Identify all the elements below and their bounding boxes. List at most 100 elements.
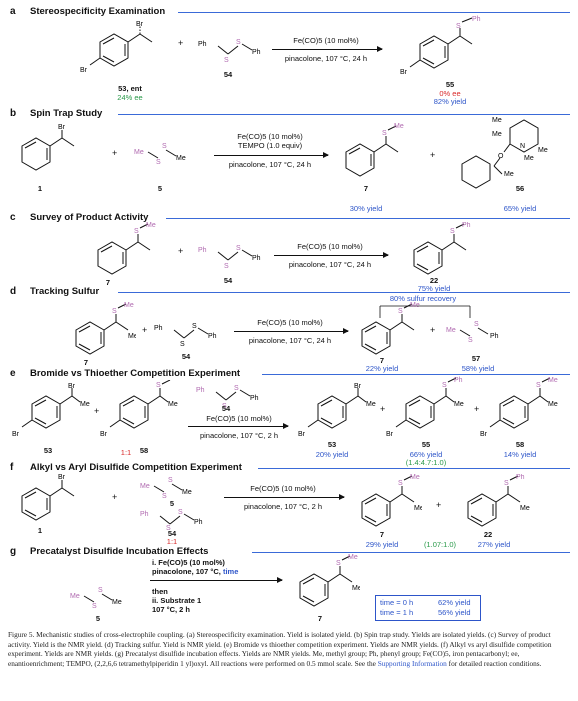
molecule-7: S Me Me xyxy=(361,474,422,527)
plus-sign: + xyxy=(178,38,184,48)
molecule-54: Ph S S Ph xyxy=(140,509,203,530)
svg-text:S: S xyxy=(162,493,167,498)
section-rule xyxy=(166,218,570,220)
compound-label: 58 xyxy=(515,440,525,449)
molecule-7: S Me Me xyxy=(299,554,360,607)
section-letter: c xyxy=(10,212,16,223)
svg-text:S: S xyxy=(222,403,227,408)
compound-label: 53 xyxy=(327,440,337,449)
svg-text:S: S xyxy=(450,228,455,235)
section-rule xyxy=(262,374,570,376)
caption-tail: for detailed reaction conditions. xyxy=(446,658,542,668)
svg-text:Me: Me xyxy=(70,593,80,600)
section-title: Survey of Product Activity xyxy=(30,212,149,223)
svg-text:Ph: Ph xyxy=(252,49,261,56)
compound-label: 56 xyxy=(515,184,525,193)
svg-text:S: S xyxy=(180,341,185,346)
molecule-7: S Me xyxy=(361,302,420,355)
svg-text:Me: Me xyxy=(128,333,136,340)
section-title: Stereospecificity Examination xyxy=(30,6,166,17)
svg-text:Me: Me xyxy=(182,489,192,496)
supporting-information-link[interactable]: Supporting Information xyxy=(377,658,447,668)
compound-label: 58 xyxy=(139,446,149,455)
svg-text:S: S xyxy=(236,39,241,46)
molecule-1: Br xyxy=(21,124,75,171)
section-letter: d xyxy=(10,286,17,297)
compound-label: 53 xyxy=(43,446,53,455)
section-letter: f xyxy=(10,462,14,473)
compound-yield: 75% yield xyxy=(417,284,451,293)
svg-text:S: S xyxy=(336,560,341,567)
compound-label: 7 xyxy=(379,530,385,539)
svg-text:Me: Me xyxy=(348,554,358,561)
molecule-54: Ph S S Ph xyxy=(198,39,261,62)
condition-bottom: pinacolone, 107 °C, 24 h xyxy=(284,54,368,63)
condition-top: Fe(CO)5 (10 mol%) xyxy=(297,242,363,251)
svg-text:Me: Me xyxy=(538,147,548,154)
condition-top: Fe(CO)5 (10 mol%) xyxy=(237,132,303,141)
svg-text:S: S xyxy=(162,143,167,150)
section-rule xyxy=(252,552,570,554)
plus-sign: + xyxy=(178,246,184,256)
compound-label: 1 xyxy=(37,184,43,193)
yield-cell: 56% yield xyxy=(438,608,471,617)
svg-text:S: S xyxy=(178,509,183,516)
section-letter: a xyxy=(10,6,16,17)
svg-text:Me: Me xyxy=(366,401,376,408)
svg-text:S: S xyxy=(398,480,403,487)
compound-label: 5 xyxy=(95,614,101,623)
section-rule xyxy=(118,292,570,294)
compound-label: 57 xyxy=(471,354,481,363)
svg-text:S: S xyxy=(224,57,229,62)
svg-text:Me: Me xyxy=(146,222,156,229)
svg-text:S: S xyxy=(456,23,461,30)
compound-yield: 65% yield xyxy=(503,204,537,213)
then-label: then xyxy=(152,587,168,596)
svg-text:Ph: Ph xyxy=(490,333,499,340)
svg-text:Br: Br xyxy=(68,383,76,390)
section-rule xyxy=(118,114,570,116)
svg-text:Ph: Ph xyxy=(208,333,217,340)
svg-text:Ph: Ph xyxy=(472,16,481,23)
ratio-label: 1:1 xyxy=(166,537,178,546)
svg-text:S: S xyxy=(442,382,447,389)
figure-caption: Figure 5. Mechanistic studies of cross-e… xyxy=(8,630,570,668)
svg-text:Br: Br xyxy=(80,67,88,74)
section-letter: b xyxy=(10,108,17,119)
svg-text:Me: Me xyxy=(410,474,420,481)
compound-label: 7 xyxy=(317,614,323,623)
molecule-7: S Me xyxy=(97,222,156,275)
compound-label: 7 xyxy=(379,356,385,365)
section-rule xyxy=(178,12,570,14)
compound-label: 54 xyxy=(223,70,233,79)
condition-bottom: pinacolone, 107 °C, 24 h xyxy=(248,336,332,345)
svg-text:Me: Me xyxy=(112,599,122,606)
svg-text:N: N xyxy=(520,143,525,150)
svg-text:Ph: Ph xyxy=(154,325,163,332)
molecule-7: S Me xyxy=(345,123,404,177)
reaction-arrow xyxy=(274,252,389,258)
molecule-22: S Ph Me xyxy=(467,474,530,527)
svg-text:S: S xyxy=(134,228,139,235)
svg-text:Me: Me xyxy=(548,401,558,408)
svg-text:Br: Br xyxy=(58,124,66,131)
molecule-57: Me S S Ph xyxy=(446,321,499,344)
svg-text:Br: Br xyxy=(136,21,144,28)
reaction-arrow xyxy=(272,46,383,52)
svg-text:Me: Me xyxy=(524,155,534,162)
plus-sign: + xyxy=(380,404,386,414)
time-yield-table: time = 0 h 62% yield time = 1 h 56% yiel… xyxy=(375,595,481,621)
compound-label: 7 xyxy=(363,184,369,193)
svg-text:Br: Br xyxy=(354,383,362,390)
condition-top: Fe(CO)5 (10 mol%) xyxy=(250,484,316,493)
svg-text:Ph: Ph xyxy=(454,377,463,384)
plus-sign: + xyxy=(430,150,436,160)
compound-label: 5 xyxy=(169,499,175,508)
reaction-arrow xyxy=(234,328,349,334)
recovery-bracket xyxy=(379,305,471,318)
compound-label: 54 xyxy=(167,529,177,538)
molecule-55: S Ph Me Br xyxy=(386,377,464,438)
svg-text:Ph: Ph xyxy=(198,41,207,48)
molecule-56: Me Me Me Me N O Me xyxy=(461,117,548,189)
svg-text:S: S xyxy=(156,159,161,164)
